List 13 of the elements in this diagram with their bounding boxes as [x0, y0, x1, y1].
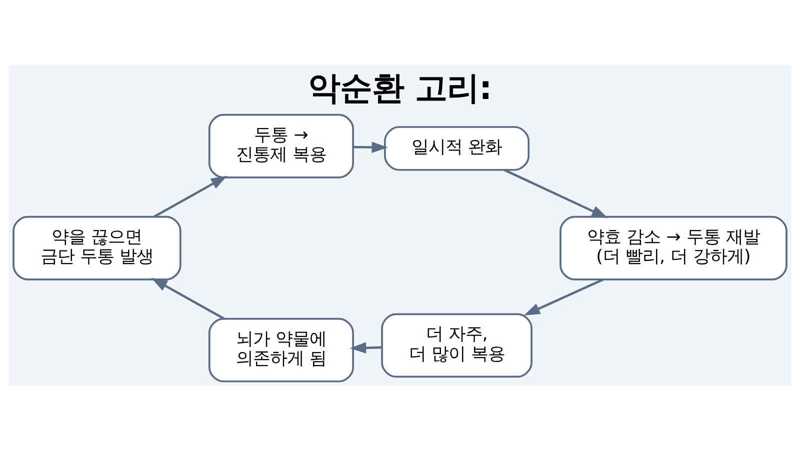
node-box: 약효 감소 → 두통 재발 (더 빨리, 더 강하게) [560, 215, 788, 280]
arrow [350, 342, 382, 354]
node-box: 두통 → 진통제 복용 [208, 113, 354, 178]
arrow [151, 277, 225, 320]
arrow [353, 141, 388, 152]
arrow [524, 278, 604, 316]
node-box: 약을 끊으면 금단 두통 발생 [12, 215, 182, 280]
arrow [154, 175, 228, 218]
diagram-title: 악순환 고리: [308, 68, 492, 107]
node-box: 뇌가 약물에 의존하게 됨 [208, 317, 354, 382]
node-box: 일시적 완화 [384, 126, 530, 170]
node-box: 더 자주, 더 많이 복용 [381, 312, 532, 378]
arrow [504, 168, 608, 218]
